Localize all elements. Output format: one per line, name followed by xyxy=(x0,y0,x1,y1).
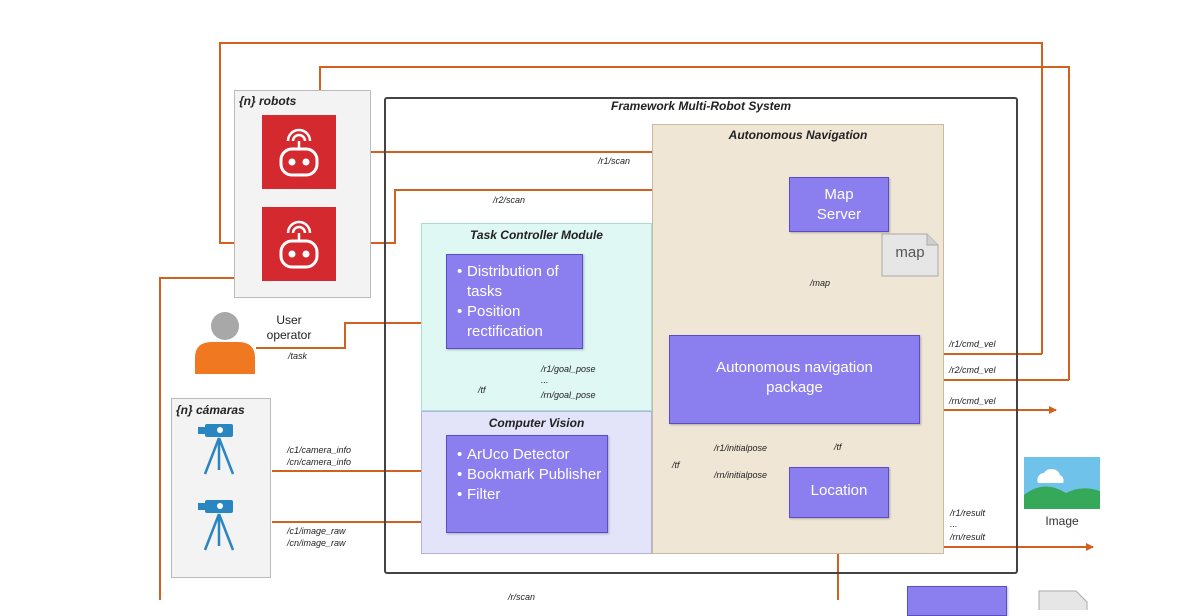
autonomous-navigation-package-box: Autonomous navigation package xyxy=(669,335,920,424)
topic-r2-scan: /r2/scan xyxy=(493,195,526,205)
topic-result-dots: ... xyxy=(950,519,958,529)
map-document-icon xyxy=(881,233,939,277)
feedback-loop-robot2 xyxy=(219,42,1043,354)
topic-image-raw-1: /c1/image_raw xyxy=(287,526,346,536)
framework-title: Framework Multi-Robot System xyxy=(610,99,792,113)
camera-icon xyxy=(198,424,235,475)
topic-tf-loc: /tf xyxy=(834,442,842,452)
topic-camera-info-1: /c1/camera_info xyxy=(287,445,352,455)
cv-item-bookmark: Bookmark Publisher xyxy=(457,465,607,485)
user-operator-label: User operator xyxy=(266,313,312,342)
bottom-document-icon xyxy=(1038,590,1088,610)
robot-icon xyxy=(279,128,319,177)
cameras-title: {n} cámaras xyxy=(176,403,245,417)
arrow-user-to-tc xyxy=(256,319,445,349)
topic-goal-pose-1: /r1/goal_pose xyxy=(541,364,596,374)
topic-cmd-vel-n: /rn/cmd_vel xyxy=(949,396,996,406)
topic-r1-scan: /r1/scan xyxy=(598,156,631,166)
robots-title: {n} robots xyxy=(239,94,297,108)
task-controller-title: Task Controller Module xyxy=(470,228,603,242)
topic-cmd-vel-2: /r2/cmd_vel xyxy=(949,365,996,375)
topic-result-1: /r1/result xyxy=(950,508,986,518)
cv-item-filter: Filter xyxy=(457,485,607,505)
image-label: Image xyxy=(1045,514,1079,528)
topic-initialpose-1: /r1/initialpose xyxy=(714,443,768,453)
framework-box xyxy=(384,97,1018,574)
topic-result-n: /rn/result xyxy=(950,532,986,542)
topic-tf-cv: /tf xyxy=(672,460,680,470)
topic-tf-tc: /tf xyxy=(478,385,486,395)
robot-icon xyxy=(279,220,319,269)
location-box: Location xyxy=(789,467,889,518)
map-server-box: Map Server xyxy=(789,177,889,232)
feedback-loop-robot1 xyxy=(316,66,1070,380)
topic-task: /task xyxy=(288,351,308,361)
map-document-label: map xyxy=(895,244,925,261)
topic-initialpose-n: /rn/initialpose xyxy=(714,470,768,480)
computer-vision-title: Computer Vision xyxy=(488,416,585,430)
topic-goal-pose-dots: ... xyxy=(541,375,549,385)
computer-vision-box: ArUco Detector Bookmark Publisher Filter xyxy=(446,435,608,533)
task-item-distribution: Distribution of tasks xyxy=(457,262,582,302)
user-operator-icon xyxy=(195,312,255,374)
topic-map: /map xyxy=(810,278,831,288)
topic-bottom-partial: /r/scan xyxy=(508,592,536,602)
image-icon xyxy=(1024,457,1100,509)
task-controller-box: Distribution of tasks Position rectifica… xyxy=(446,254,583,349)
robot-2 xyxy=(262,207,336,281)
topic-camera-info-n: /cn/camera_info xyxy=(287,457,352,467)
task-item-position: Position rectification xyxy=(457,302,582,342)
topic-goal-pose-n: /rn/goal_pose xyxy=(541,390,596,400)
robot-1 xyxy=(262,115,336,189)
autonomous-navigation-title: Autonomous Navigation xyxy=(728,128,868,142)
bottom-box-partial xyxy=(907,586,1007,616)
cv-item-aruco: ArUco Detector xyxy=(457,445,607,465)
topic-image-raw-n: /cn/image_raw xyxy=(287,538,346,548)
camera-icon xyxy=(198,500,235,551)
topic-cmd-vel-1: /r1/cmd_vel xyxy=(949,339,996,349)
line-left-long xyxy=(159,277,236,600)
